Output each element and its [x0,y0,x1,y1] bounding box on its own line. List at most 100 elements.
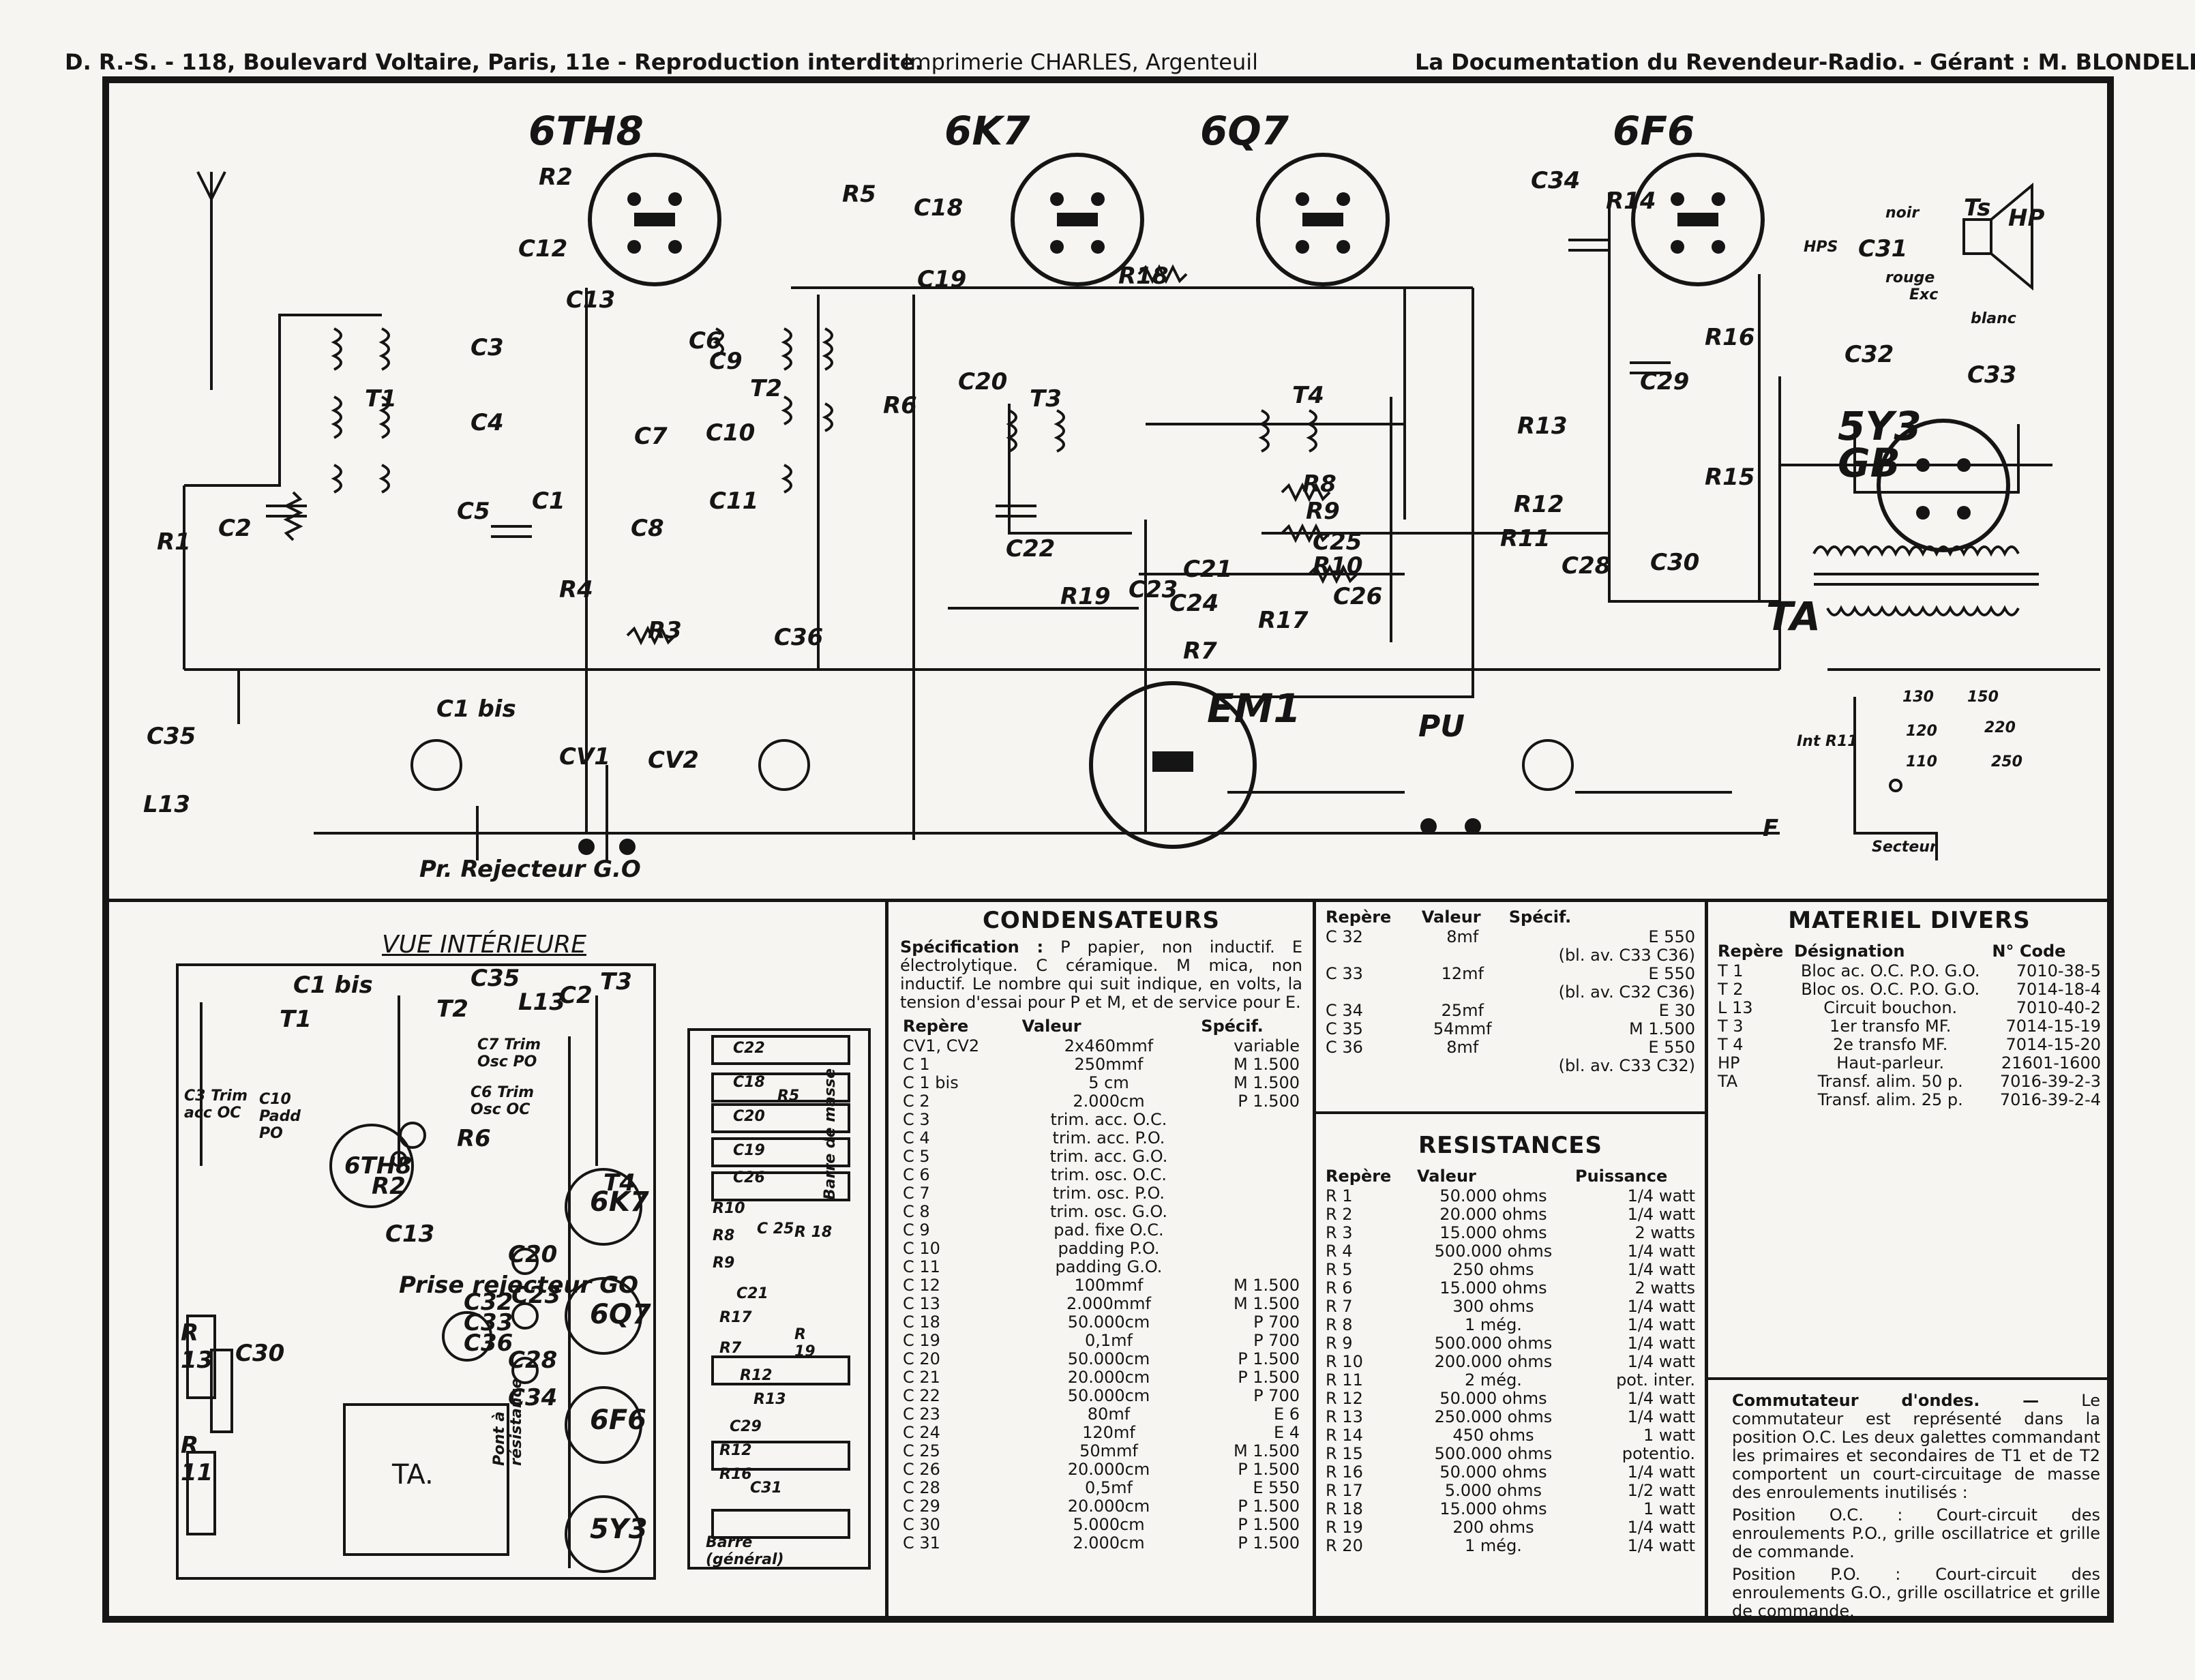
label-c20: C20 [958,368,1008,395]
label-r17: R17 [1258,607,1309,634]
label-130: 130 [1902,689,1934,706]
condensateurs-cell: C 8 [903,1202,930,1221]
label-secteur: Secteur [1872,839,1937,856]
resistances-cell: 500.000 ohms [1434,1444,1553,1463]
condensateurs2-cell [1323,1057,1419,1075]
label-c6: C6 [689,327,722,355]
materiel-cell: T 1 [1718,961,1744,980]
resistances-cell: 300 ohms [1452,1297,1534,1316]
vue-c28: C28 [508,1347,558,1374]
label-r9: R9 [1306,498,1340,525]
label-t2: T2 [750,375,782,402]
resistances-cell: R 3 [1326,1223,1353,1242]
condensateurs-cell: P 1.500 [1238,1460,1300,1479]
resistances-cell: 2 még. [1465,1370,1522,1390]
materiel-title: MATERIEL DIVERS [1788,907,2031,934]
vue-6k7: 6K7 [590,1186,649,1218]
vue-c19: C19 [733,1142,765,1159]
condensateurs-cell: C 24 [903,1423,940,1442]
materiel-cell: T 2 [1718,980,1744,999]
label-t4: T4 [1292,382,1324,409]
label-c9: C9 [709,348,743,375]
label-c28: C28 [1562,552,1611,580]
label-c33: C33 [1967,361,2017,389]
condensateurs-cell: C 3 [903,1110,930,1129]
vue-5y3: 5Y3 [590,1514,648,1545]
materiel-cell: Haut-parleur. [1836,1053,1945,1072]
condensateurs-cell: 50mmf [1079,1441,1138,1460]
commutateur-body: Le commutateur est représenté dans la po… [1732,1391,2100,1502]
resistances-cell: R 18 [1326,1499,1363,1518]
vue-title: VUE INTÉRIEURE [382,931,586,959]
commutateur-po: Position P.O. : Court-circuit des enroul… [1732,1565,2100,1621]
condensateurs-cell: C 26 [903,1460,940,1479]
vue-r13: R 13 [181,1319,213,1374]
condensateurs2-cell [1419,983,1506,1002]
materiel-cell: Circuit bouchon. [1823,998,1958,1017]
condensateurs-cell: CV1, CV2 [903,1036,980,1055]
cond2-h-valeur: Valeur [1421,907,1481,927]
res-h-valeur: Valeur [1416,1167,1476,1186]
divider-2 [1313,899,1316,1620]
condensateurs-cell: C 1 [903,1055,930,1074]
materiel-cell: Transf. alim. 25 p. [1817,1090,1963,1109]
condensateurs2-cell [1419,1057,1506,1075]
condensateurs-cell: 20.000cm [1067,1368,1150,1387]
label-250: 250 [1991,753,2022,770]
label-rejecteur: Pr. Rejecteur G.O [419,856,641,883]
condensateurs2-cell [1419,946,1506,965]
condensateurs-cell [1198,1111,1302,1129]
condensateurs-cell: C 19 [903,1331,940,1350]
condensateurs2-cell: 12mf [1441,964,1484,983]
resistances-cell: 250.000 ohms [1434,1407,1553,1426]
label-c1bis: C1 bis [436,695,516,723]
condensateurs-cell: P 1.500 [1238,1349,1300,1368]
vue-c22: C22 [733,1040,765,1057]
materiel-cell: 7014-15-20 [2005,1035,2101,1054]
label-hp: HP [2008,205,2045,232]
condensateurs-cell: trim. acc. O.C. [1050,1110,1167,1129]
cond2-h-repere: Repère [1326,907,1392,927]
divider-1 [885,899,889,1620]
tube-label-6Q7: 6Q7 [1200,108,1289,154]
condensateurs-cell: C 31 [903,1533,940,1552]
label-c2: C2 [218,515,252,542]
condensateurs-cell: 0,1mf [1084,1331,1133,1350]
vue-6f6: 6F6 [590,1405,646,1436]
condensateurs-cell: trim. osc. P.O. [1052,1184,1165,1203]
vue-c31: C31 [750,1480,782,1497]
resistances-cell: 15.000 ohms [1439,1499,1547,1518]
resistances-cell: 1 watt [1643,1426,1695,1445]
antenna-symbol [196,171,226,390]
condensateurs-cell: 80mf [1087,1405,1131,1424]
condensateurs-cell: trim. osc. O.C. [1050,1165,1167,1184]
label-c4: C4 [471,409,504,436]
condensateurs-cell: padding G.O. [1055,1257,1163,1276]
vue-r13b: R13 [753,1391,786,1408]
label-c13: C13 [566,286,616,314]
condensateurs-cell: P 1.500 [1238,1533,1300,1552]
label-f: F [1763,815,1779,842]
vue-pont-resistance: Pont à résistance [491,1378,525,1467]
